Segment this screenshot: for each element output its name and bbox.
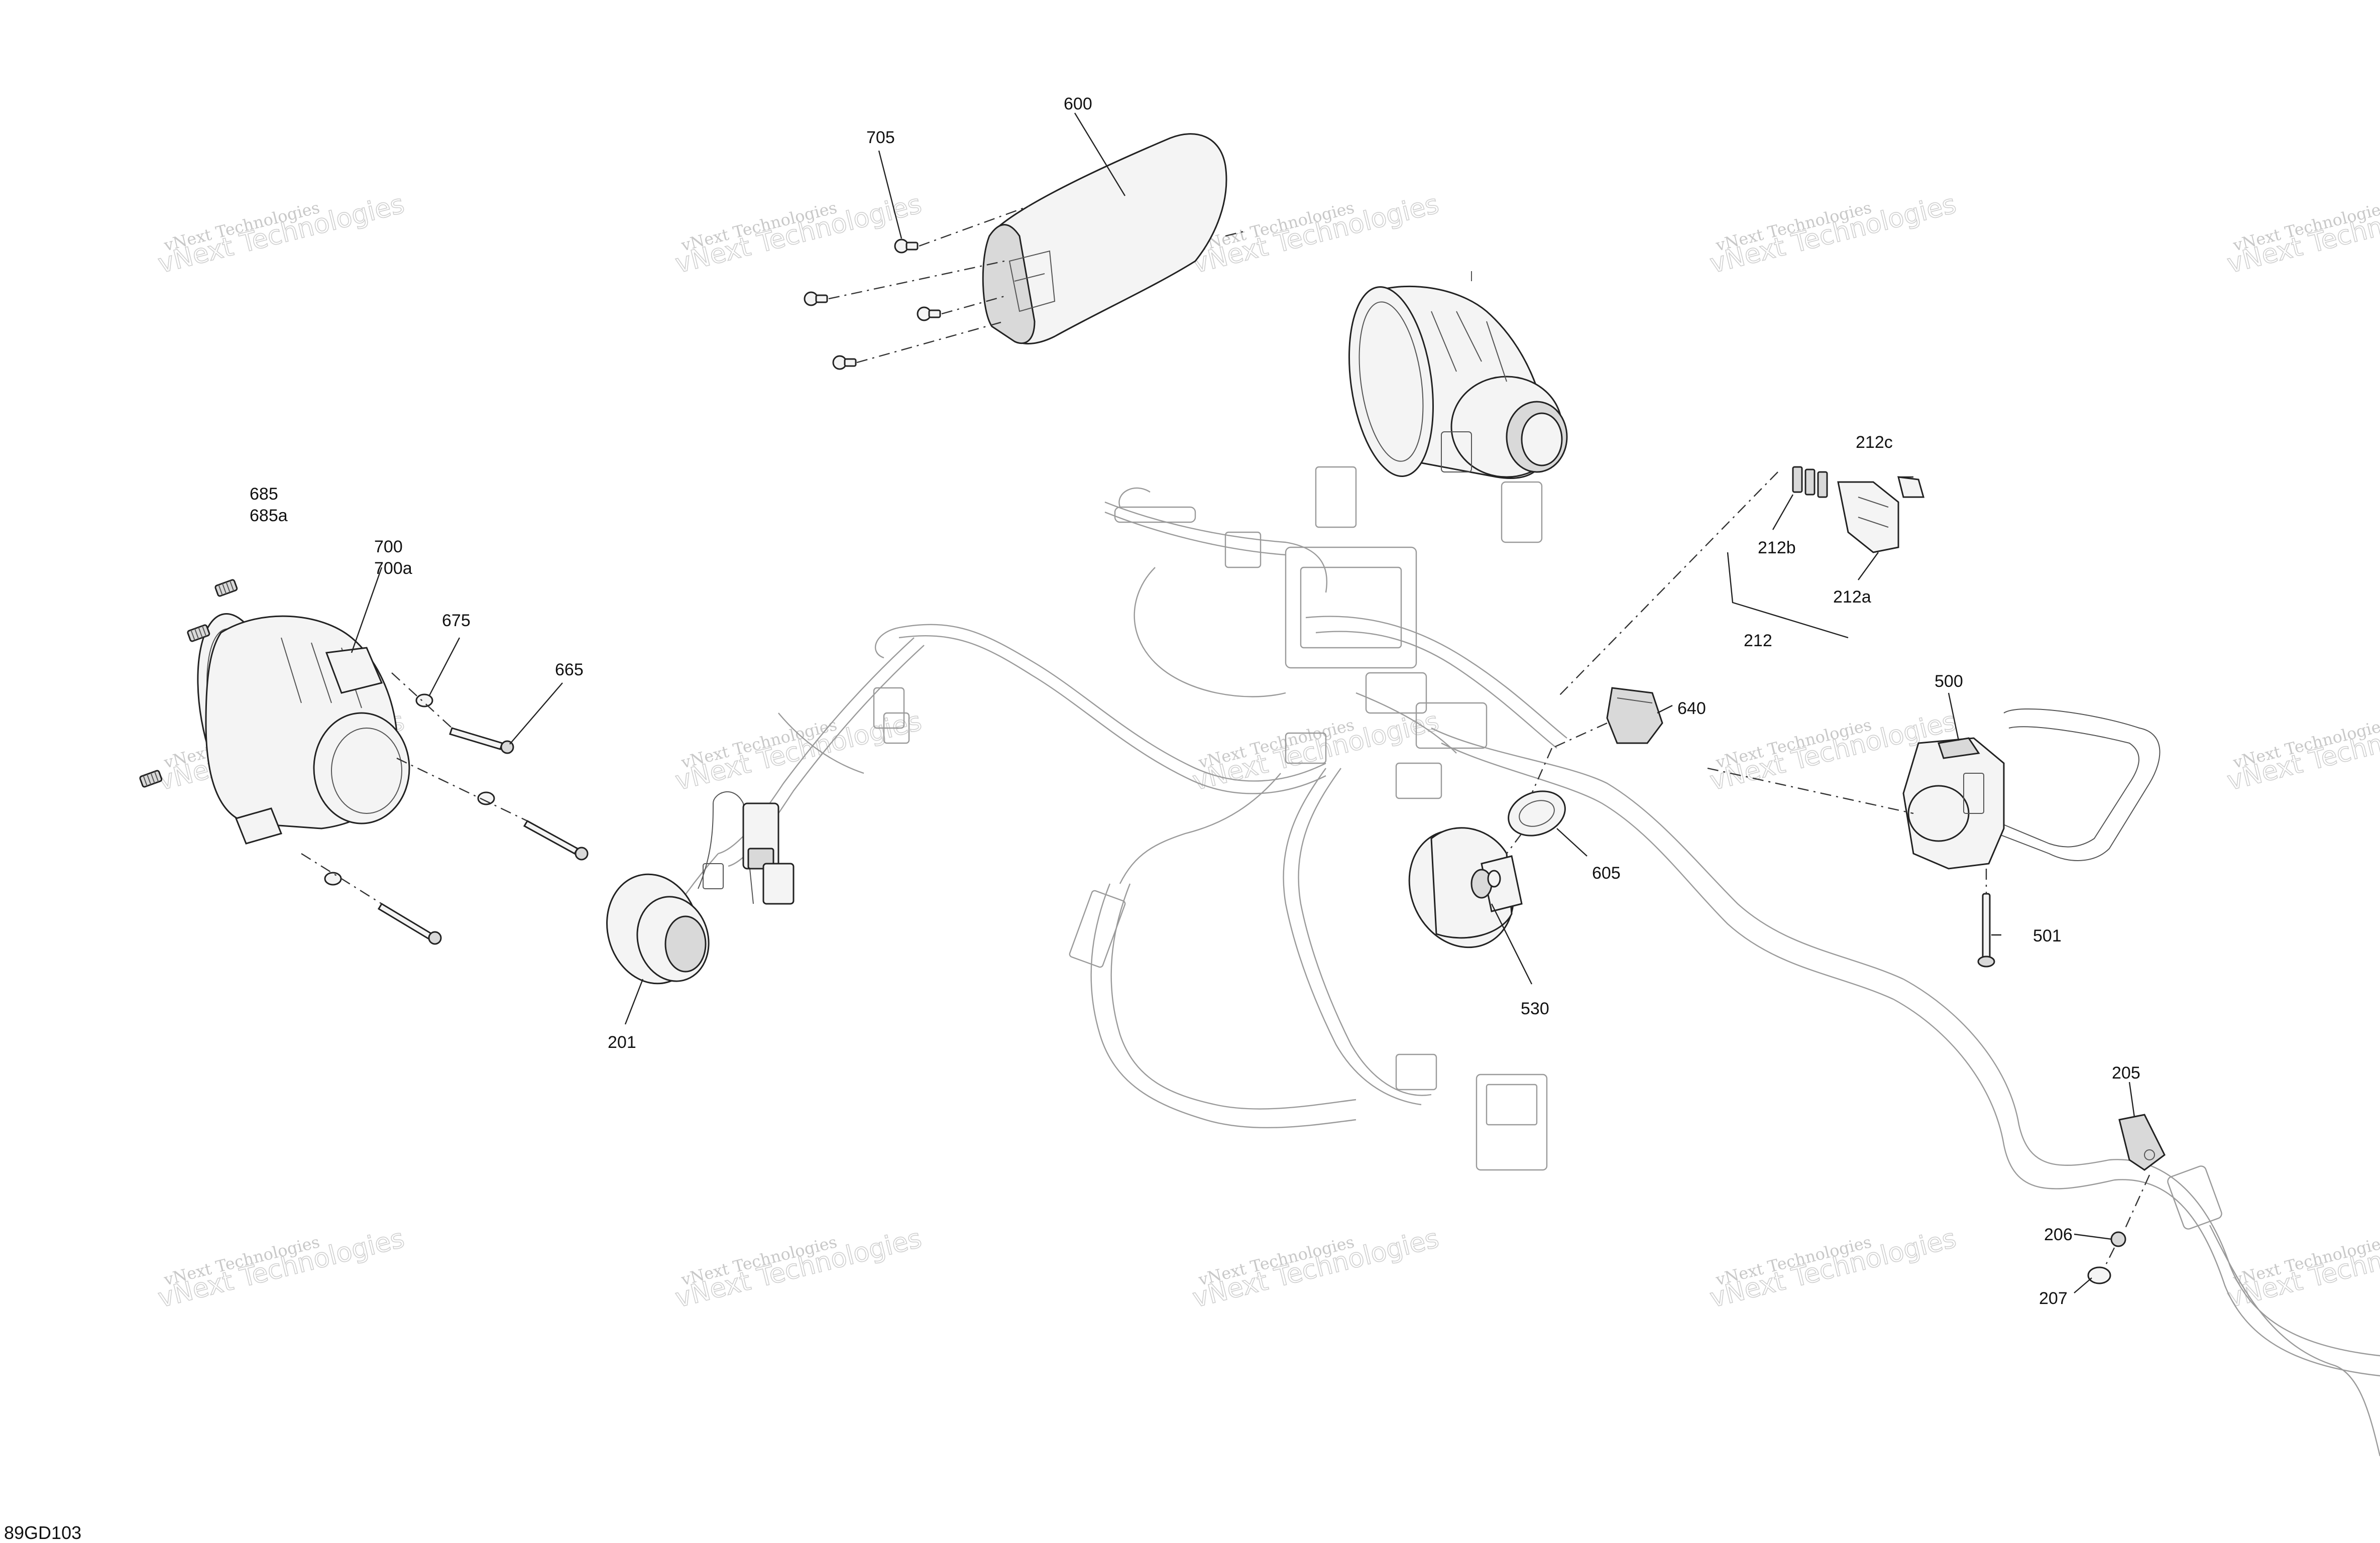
ecu-plug	[1395, 1053, 1437, 1091]
leader-lines	[351, 112, 2135, 1293]
set-screw-icon	[214, 579, 238, 597]
screw-icon	[804, 291, 828, 306]
watermark: vNext Technologies vNext Technologies	[1707, 189, 1960, 280]
callout-665: 665	[555, 660, 584, 679]
ecu-connector-pins	[1486, 1084, 1538, 1126]
part-705-screws	[804, 205, 1246, 370]
connector-top-right	[1501, 481, 1543, 543]
connector-left-lower	[883, 712, 910, 744]
callout-705: 705	[866, 128, 895, 147]
part-212c-lock	[1897, 476, 1924, 498]
part-205-clip	[2118, 1114, 2166, 1171]
callout-500: 500	[1935, 672, 1963, 691]
watermark: vNext Technologies vNext Technologies	[672, 189, 925, 280]
callout-212: 212	[1744, 631, 1772, 650]
watermark: vNext Technologies vNext Technologies	[672, 706, 925, 797]
bolt-icon	[377, 902, 442, 945]
watermark: vNext Technologies vNext Technologies	[2224, 706, 2380, 797]
nut-icon	[2110, 1231, 2126, 1247]
part-700-headlight	[197, 613, 410, 845]
bolt-icon	[523, 819, 589, 861]
callout-700a: 700a	[374, 559, 412, 578]
watermark: vNext Technologies vNext Technologies	[1707, 1223, 1960, 1314]
screw-icon	[917, 306, 941, 321]
part-665-bolts	[301, 672, 589, 945]
part-685-screws	[139, 579, 238, 788]
part-201-light	[606, 791, 795, 985]
part-206-nut	[2110, 1231, 2126, 1247]
set-screw-icon	[139, 770, 163, 788]
washer-icon	[324, 872, 342, 886]
callout-530: 530	[1521, 999, 1549, 1018]
callout-700: 700	[374, 537, 403, 556]
part-212b-terminals	[1792, 466, 1828, 498]
part-212a-housing	[1837, 481, 1899, 553]
callout-640: 640	[1677, 699, 1706, 718]
connector-center-c	[1415, 702, 1488, 749]
callout-labels: 600 705 685 685a 700 700a 675 665 212c 2…	[250, 94, 2140, 1308]
washer-icon	[415, 693, 433, 707]
callout-685a: 685a	[250, 506, 288, 525]
connector-center-d	[1395, 762, 1442, 799]
callout-212a: 212a	[1833, 587, 1871, 607]
watermark: vNext Technologies vNext Technologies	[2224, 1223, 2380, 1314]
part-500-switch-housing	[1707, 708, 2161, 870]
callout-201: 201	[608, 1033, 636, 1052]
part-530-actuator	[1408, 827, 1523, 948]
part-605-grommet	[1508, 790, 1566, 837]
cable-clip	[1114, 506, 1196, 523]
part-212-connector	[1556, 466, 1924, 698]
part-640-switch	[1551, 687, 1663, 749]
watermark: vNext Technologies vNext Technologies	[1189, 1223, 1442, 1314]
part-501-bolt	[1977, 869, 1995, 968]
connector-hanging	[1069, 890, 1126, 968]
connector-right	[2167, 1165, 2222, 1230]
harness-connectors	[873, 466, 2222, 1230]
part-207-washer	[2087, 1266, 2111, 1284]
callout-600: 600	[1064, 94, 1092, 113]
headlight-installed	[1348, 271, 1568, 479]
ecu-connector	[1476, 1074, 1548, 1171]
callout-212b: 212b	[1758, 538, 1796, 557]
bolt-icon	[449, 727, 514, 754]
washer-icon	[2087, 1266, 2111, 1284]
fuse-box-inner	[1300, 566, 1402, 649]
watermark: vNext Technologies vNext Technologies	[672, 1223, 925, 1314]
callout-605: 605	[1592, 864, 1621, 883]
callout-212c: 212c	[1856, 433, 1893, 452]
callout-675: 675	[442, 611, 471, 630]
callout-206: 206	[2044, 1225, 2073, 1244]
relay-connector	[1315, 466, 1357, 528]
callout-501: 501	[2033, 926, 2062, 945]
callout-205: 205	[2112, 1063, 2140, 1083]
connector-left-upper	[873, 687, 905, 729]
watermark: vNext Technologies vNext Technologies	[2224, 189, 2380, 280]
screw-icon	[894, 239, 919, 254]
screw-icon	[832, 355, 857, 370]
connector-center-a	[1285, 732, 1327, 764]
callout-685: 685	[250, 485, 278, 504]
connector-center-b	[1365, 672, 1427, 714]
washer-icon	[477, 791, 495, 805]
watermark: vNext Technologies vNext Technologies	[155, 1223, 408, 1314]
document-id: 89GD103	[4, 1522, 81, 1543]
part-600-cover	[982, 133, 1227, 344]
wiring-harness	[643, 501, 2380, 1457]
fuse-box	[1285, 546, 1417, 669]
watermark: vNext Technologies vNext Technologies	[155, 189, 408, 280]
callout-207: 207	[2039, 1289, 2068, 1308]
set-screw-icon	[187, 624, 210, 642]
small-connector	[1224, 531, 1262, 568]
